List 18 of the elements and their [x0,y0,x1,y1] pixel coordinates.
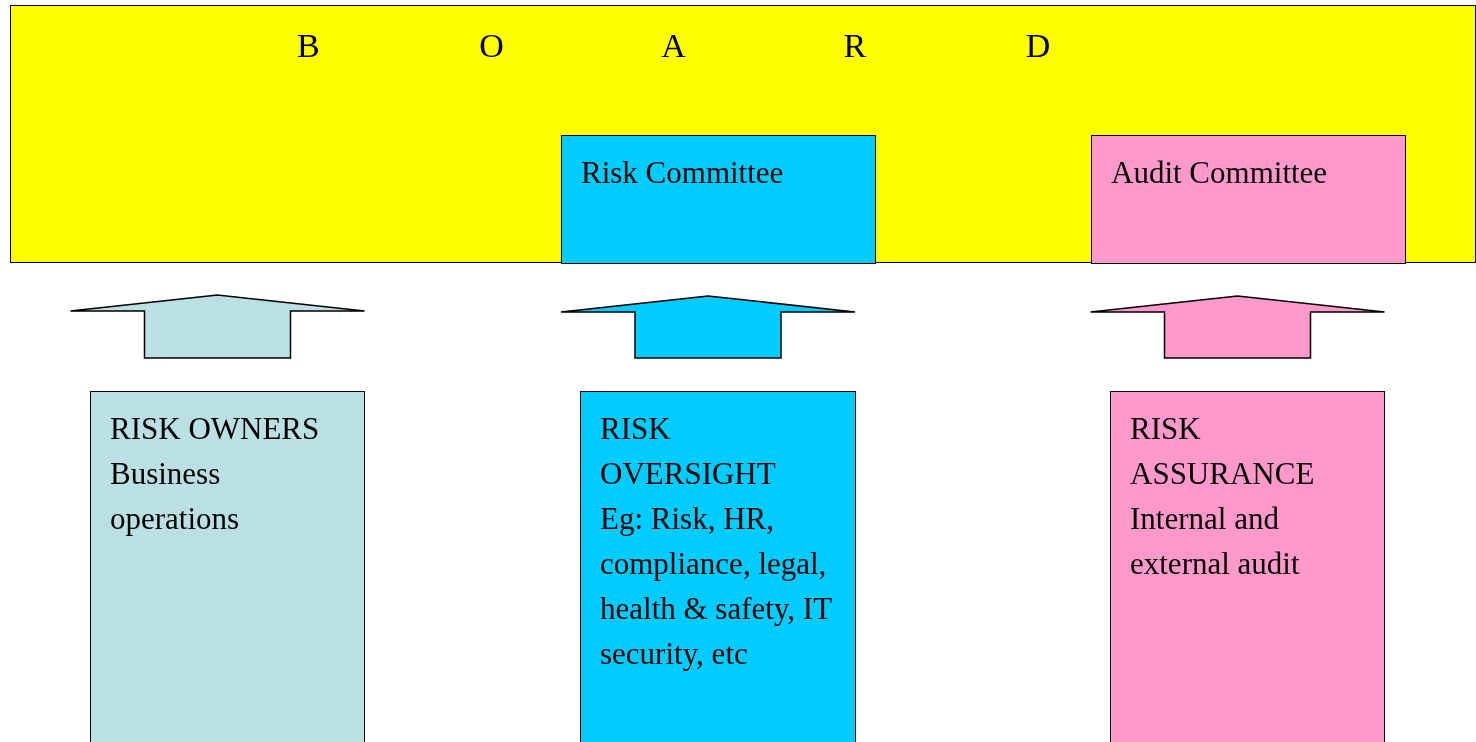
board-band [10,5,1476,263]
committee-box [561,135,876,264]
block-arrow [69,294,366,359]
box-text: Business operations [110,455,241,538]
board-title: B O A R D [297,26,1051,66]
box-heading: RISK OVERSIGHT [600,410,777,493]
box-heading: Audit Committee [1111,154,1329,192]
box-text: Eg: Risk, HR, compliance, legal, health & safety, IT security, etc [600,500,833,673]
box-heading: RISK OWNERS [110,410,321,448]
block-arrow [1089,295,1386,359]
committee-box [1091,135,1406,264]
block-arrow [560,295,856,359]
committee-box [1110,391,1385,742]
committee-box [580,391,856,742]
box-text: Internal and external audit [1130,500,1301,583]
box-heading: RISK ASSURANCE [1130,410,1316,493]
box-heading: Risk Committee [581,154,785,192]
committee-box [90,391,365,742]
